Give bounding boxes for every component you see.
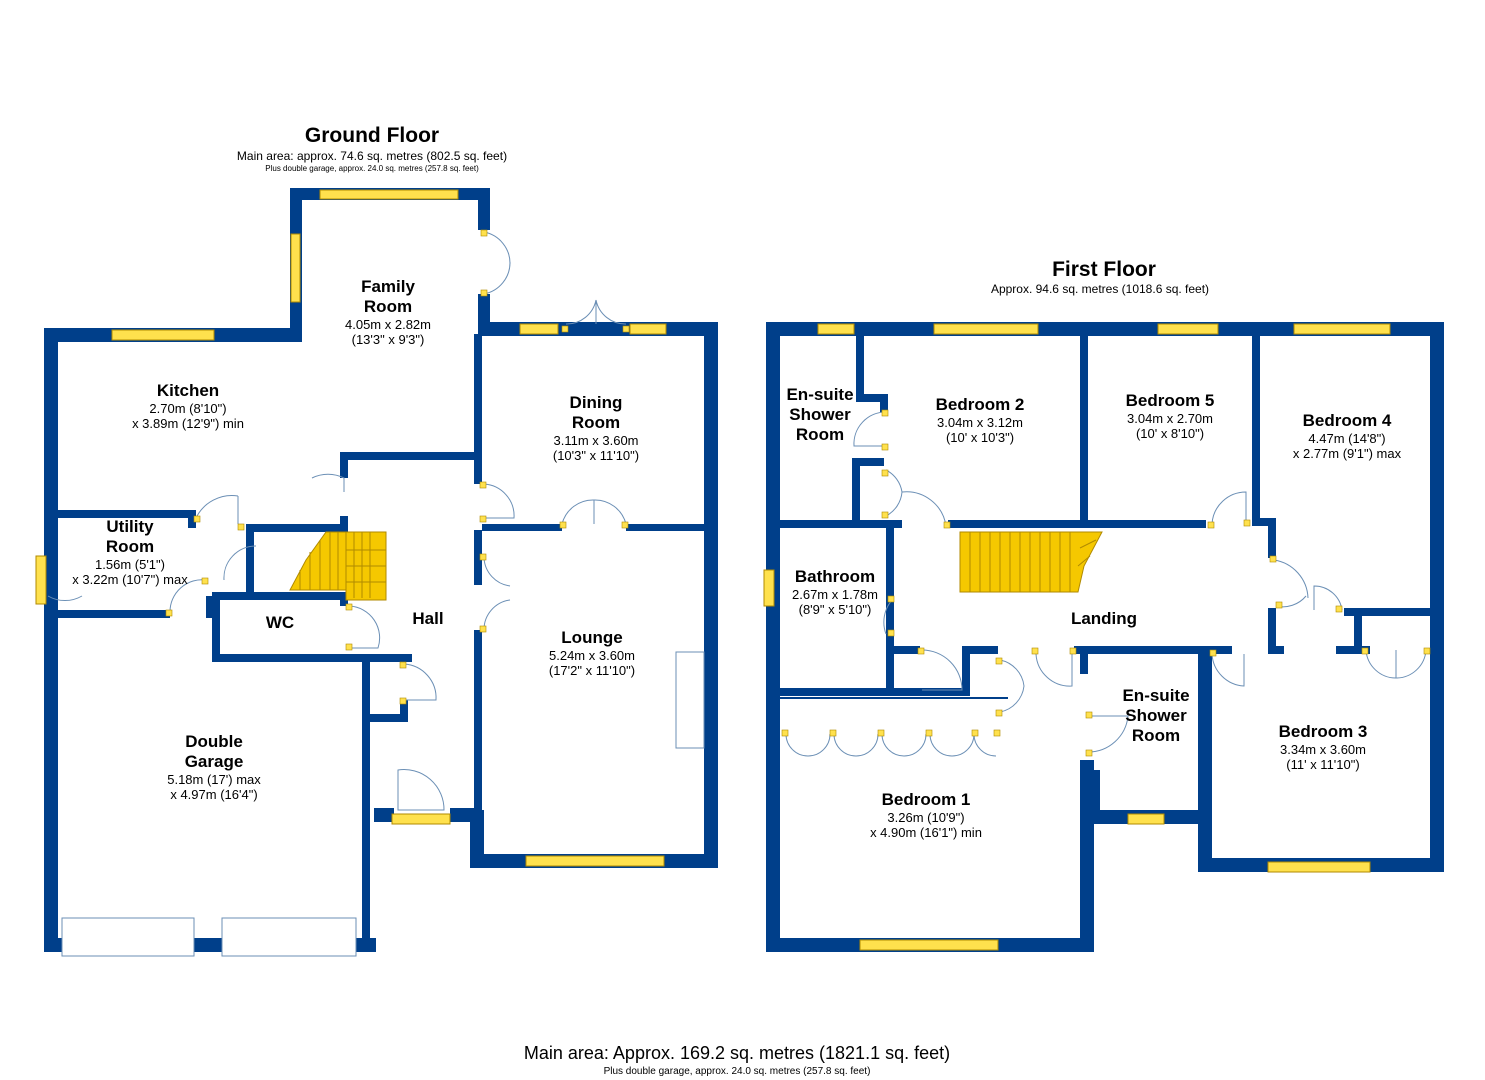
total-main-area: Main area: Approx. 169.2 sq. metres (182…	[523, 1043, 951, 1063]
garage-name-2: Garage	[184, 752, 244, 771]
bedroom-1-dim-2: x 4.90m (16'1") min	[870, 825, 982, 840]
bedroom-3-dim-1: 3.34m x 3.60m	[1280, 742, 1366, 757]
bedroom-2-dim-2: (10' x 10'3")	[945, 430, 1015, 445]
kitchen-label: Kitchen 2.70m (8'10") x 3.89m (12'9") mi…	[98, 381, 278, 431]
utility-room-label: Utility Room 1.56m (5'1") x 3.22m (10'7"…	[56, 517, 204, 587]
bedroom-2-dim-1: 3.04m x 3.12m	[937, 415, 1023, 430]
dining-room-name-1: Dining	[569, 393, 623, 412]
garage-doors	[61, 651, 705, 957]
ground-floor-stairs	[289, 531, 387, 601]
bedroom-5-dim-1: 3.04m x 2.70m	[1127, 411, 1213, 426]
kitchen-dim-2: x 3.89m (12'9") min	[132, 416, 244, 431]
utility-room-dim-2: x 3.22m (10'7") max	[72, 572, 188, 587]
ground-floor-door-jambs	[165, 229, 630, 705]
bedroom-1-dim-1: 3.26m (10'9")	[887, 810, 965, 825]
ensuite-top-label: En-suite Shower Room	[770, 385, 870, 445]
first-floor-area: Approx. 94.6 sq. metres (1018.6 sq. feet…	[990, 282, 1210, 296]
ground-floor-area: Main area: approx. 74.6 sq. metres (802.…	[236, 149, 508, 163]
family-room-name-2: Room	[363, 297, 413, 316]
bedroom-2-label: Bedroom 2 3.04m x 3.12m (10' x 10'3")	[910, 395, 1050, 445]
landing-label: Landing	[1070, 609, 1138, 628]
lounge-dim-1: 5.24m x 3.60m	[549, 648, 635, 663]
total-garage-note: Plus double garage, approx. 24.0 sq. met…	[603, 1066, 871, 1077]
kitchen-dim-1: 2.70m (8'10")	[149, 401, 227, 416]
bedroom-1-name: Bedroom 1	[881, 790, 971, 809]
garage-name-1: Double	[185, 732, 243, 751]
bedroom-3-dim-2: (11' x 11'10")	[1286, 757, 1360, 772]
bedroom-3-label: Bedroom 3 3.34m x 3.60m (11' x 11'10")	[1248, 722, 1398, 772]
utility-room-name-1: Utility	[106, 517, 154, 536]
ensuite-top-name-3: Room	[795, 425, 845, 444]
garage-dim-1: 5.18m (17') max	[167, 772, 261, 787]
lounge-name: Lounge	[561, 628, 623, 647]
family-room-name-1: Family	[361, 277, 415, 296]
utility-room-dim-1: 1.56m (5'1")	[95, 557, 165, 572]
ground-floor-title: Ground Floor	[304, 124, 440, 147]
bedroom-5-dim-2: (10' x 8'10")	[1135, 426, 1205, 441]
first-floor-windows	[763, 323, 1391, 951]
ground-floor-doors	[47, 231, 627, 811]
bedroom-4-label: Bedroom 4 4.47m (14'8") x 2.77m (9'1") m…	[1272, 411, 1422, 461]
bedroom-5-label: Bedroom 5 3.04m x 2.70m (10' x 8'10")	[1100, 391, 1240, 441]
bathroom-name: Bathroom	[794, 567, 876, 586]
ensuite-top-name-1: En-suite	[786, 385, 854, 404]
lounge-dim-2: (17'2" x 11'10")	[548, 663, 636, 678]
ground-floor-windows	[35, 189, 667, 867]
dining-room-name-2: Room	[571, 413, 621, 432]
garage-dim-2: x 4.97m (16'4")	[170, 787, 258, 802]
first-floor-stairs	[959, 531, 1103, 593]
kitchen-name: Kitchen	[156, 381, 220, 400]
dining-room-label: Dining Room 3.11m x 3.60m (10'3" x 11'10…	[526, 393, 666, 463]
ground-floor-garage-note: Plus double garage, approx. 24.0 sq. met…	[265, 164, 479, 173]
dining-room-dim-1: 3.11m x 3.60m	[553, 433, 639, 448]
first-floor-title: First Floor	[1052, 258, 1156, 281]
ensuite-bottom-name-1: En-suite	[1122, 686, 1190, 705]
family-room-dim-1: 4.05m x 2.82m	[345, 317, 431, 332]
ensuite-bottom-name-3: Room	[1131, 726, 1181, 745]
family-room-label: Family Room 4.05m x 2.82m (13'3" x 9'3")	[318, 277, 458, 347]
hall-label: Hall	[412, 609, 444, 628]
utility-room-name-2: Room	[105, 537, 155, 556]
ensuite-bottom-name-2: Shower	[1125, 706, 1187, 725]
bathroom-label: Bathroom 2.67m x 1.78m (8'9" x 5'10")	[770, 567, 900, 617]
bedroom-4-name: Bedroom 4	[1302, 411, 1392, 430]
bedroom-4-dim-2: x 2.77m (9'1") max	[1292, 446, 1402, 461]
wc-label: WC	[265, 613, 295, 632]
dining-room-dim-2: (10'3" x 11'10")	[552, 448, 640, 463]
bedroom-2-name: Bedroom 2	[935, 395, 1025, 414]
ensuite-top-name-2: Shower	[789, 405, 851, 424]
bedroom-4-dim-1: 4.47m (14'8")	[1308, 431, 1386, 446]
ensuite-bottom-label: En-suite Shower Room	[1106, 686, 1206, 746]
garage-label: Double Garage 5.18m (17') max x 4.97m (1…	[144, 732, 284, 802]
bedroom-3-name: Bedroom 3	[1278, 722, 1368, 741]
bathroom-dim-2: (8'9" x 5'10")	[798, 602, 872, 617]
bedroom-1-label: Bedroom 1 3.26m (10'9") x 4.90m (16'1") …	[846, 790, 1006, 840]
bedroom-5-name: Bedroom 5	[1125, 391, 1215, 410]
first-floor-door-jambs	[781, 409, 1431, 757]
family-room-dim-2: (13'3" x 9'3")	[351, 332, 425, 347]
bathroom-dim-1: 2.67m x 1.78m	[792, 587, 878, 602]
lounge-label: Lounge 5.24m x 3.60m (17'2" x 11'10")	[522, 628, 662, 678]
